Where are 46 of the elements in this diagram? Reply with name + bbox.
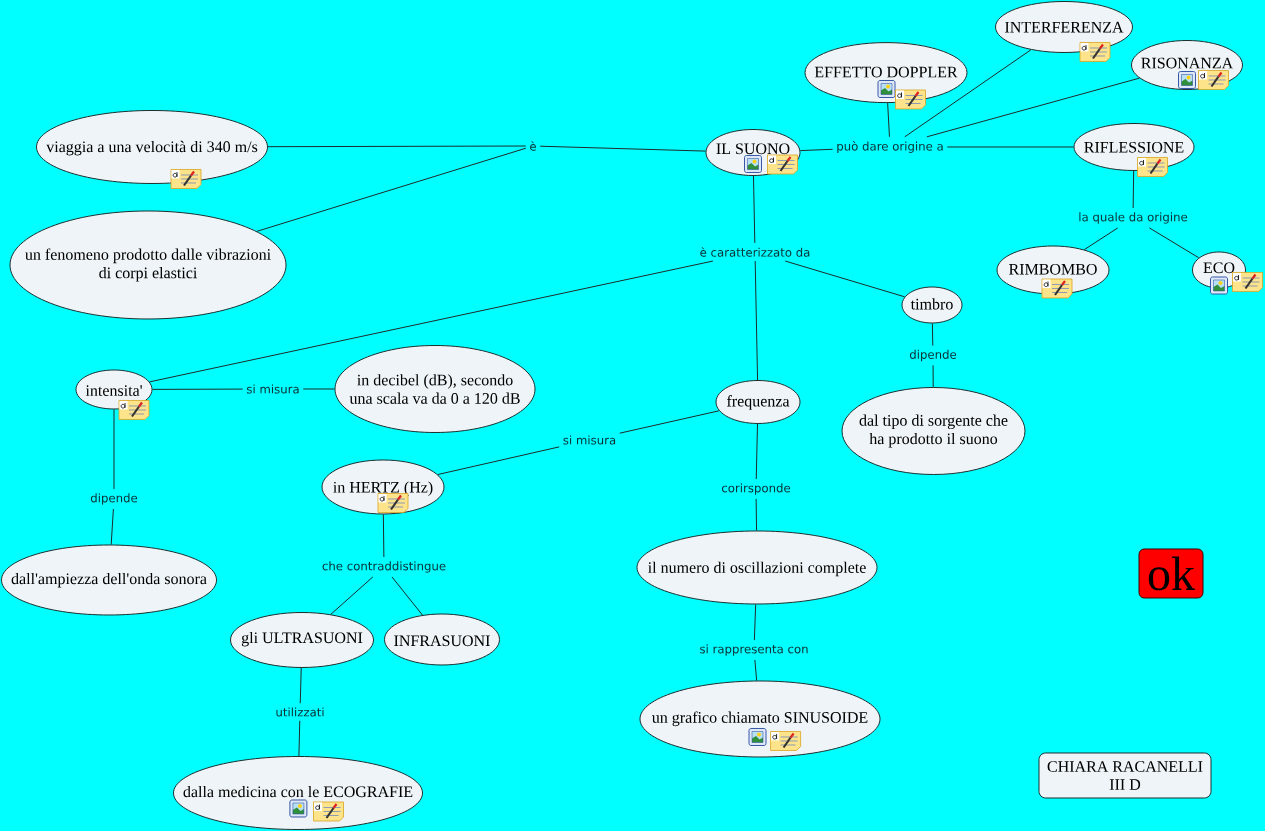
linking-phrase: è caratterizzato da [700,247,810,257]
linking-phrase: è [530,141,536,151]
connector-line [926,77,1140,138]
linking-phrase: dipende [909,349,957,362]
connector-line [391,576,423,616]
connector-line [754,260,759,381]
connector-line [298,720,301,757]
linking-phrase: si rappresenta con [700,644,808,656]
connector-line [267,145,527,148]
connector-line [753,175,756,244]
connector-line [382,514,385,558]
connector-line [887,102,890,138]
connector-line [946,146,1074,148]
linking-phrase: dipende [90,493,138,505]
connector-line [753,604,757,641]
linking-phrase: si misura [246,384,299,394]
linking-phrase: che contraddistingue [322,561,446,573]
connector-line [437,446,560,475]
connector-line [1083,227,1119,251]
connector-line [904,49,1032,138]
linking-phrase: la quale da origine [1079,212,1188,224]
connector-line [302,388,335,390]
connector-line [113,409,115,490]
connector-line [152,388,244,390]
linking-phrase: può dare origine a [837,141,943,153]
connector-line [932,364,934,388]
connector-line [330,576,374,615]
connector-line [799,148,834,152]
linking-phrase: corirsponde [721,483,791,495]
connector-line [755,423,758,480]
connector-line [299,667,302,704]
connector-line [256,147,527,232]
connector-line [754,659,758,681]
connector-line [1132,170,1135,209]
connector-line [539,145,707,152]
connector-line [619,410,720,434]
connector-line [784,260,906,298]
name-box: CHIARA RACANELLI III D [1038,752,1212,799]
connector-line [755,498,758,531]
connector-line [931,323,934,347]
label-box: ok [1138,548,1204,599]
connector-line [110,508,114,545]
linking-phrase: si misura [563,435,616,445]
connector-line [1148,227,1200,259]
connector-line [149,260,714,383]
linking-phrase: utilizzati [276,707,324,717]
